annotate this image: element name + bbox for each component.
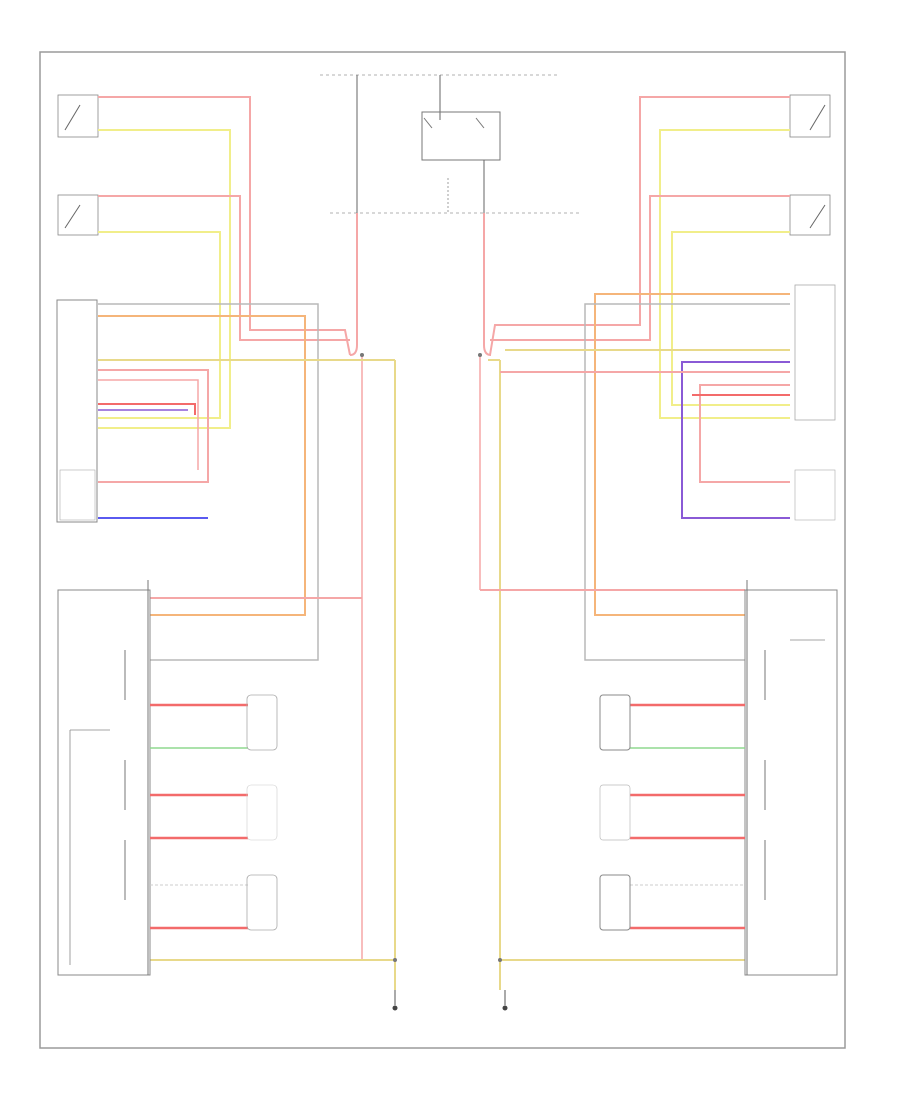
splice-dots	[360, 353, 502, 962]
top-center-section	[320, 74, 580, 214]
left-top-switches	[57, 94, 99, 236]
diagram-border	[39, 51, 846, 1049]
ground-symbol-left	[392, 990, 398, 1011]
relay-box	[421, 111, 501, 161]
left-motor-wires	[150, 703, 248, 930]
right-top-switches	[789, 94, 831, 236]
right-motors	[599, 694, 631, 931]
wire-left-feed-red	[349, 213, 358, 356]
right-wires	[480, 96, 790, 661]
left-module	[56, 299, 98, 523]
wire-right-feed-red	[483, 213, 492, 356]
right-module	[794, 284, 836, 521]
right-bottom-switch-block	[744, 580, 838, 976]
left-wires	[98, 96, 390, 661]
left-bottom-switch-block	[57, 580, 151, 976]
right-motor-wires	[630, 703, 745, 930]
ground-symbol-right	[502, 990, 508, 1011]
left-motors	[246, 694, 278, 931]
